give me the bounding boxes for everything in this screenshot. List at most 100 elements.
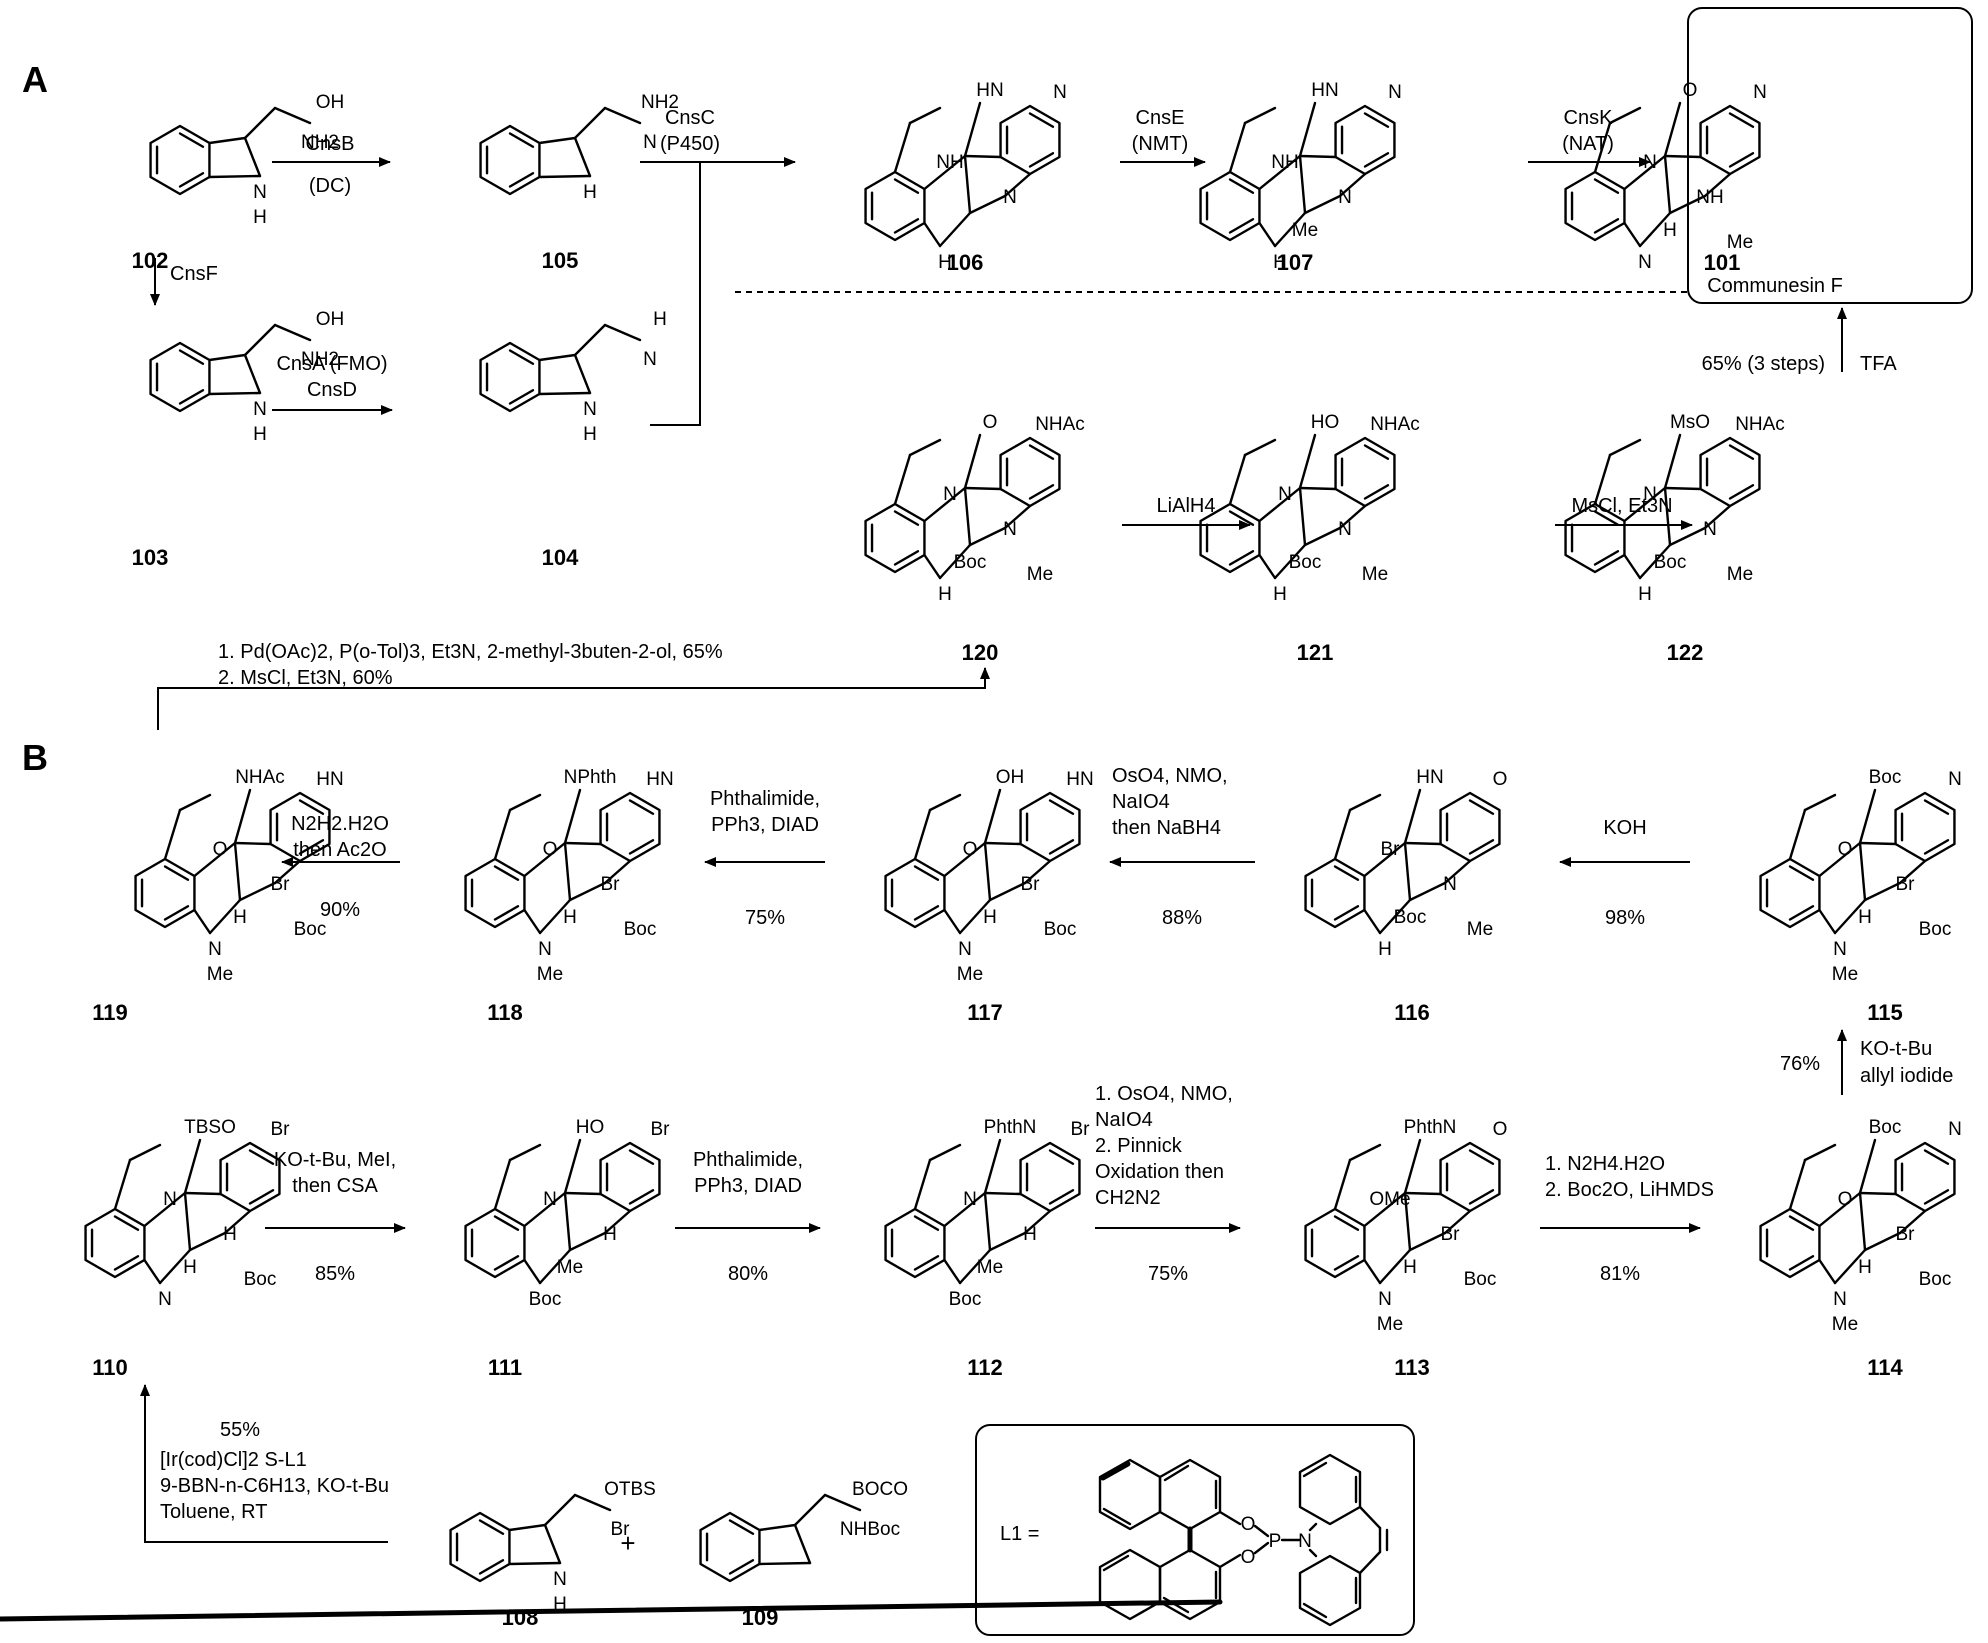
atom-label-113-2: OMe — [1369, 1189, 1410, 1210]
atom-label-119-3: Br — [271, 874, 291, 895]
atom-label-106-2: NH — [936, 152, 963, 173]
compound-number-122: 122 — [1667, 640, 1704, 665]
reagent-r15-2: KO-t-Bu — [1860, 1038, 1932, 1060]
atom-label-121-1: NHAc — [1370, 414, 1420, 435]
plus-sign: + — [620, 1528, 635, 1558]
reagent-r20-4: Toluene, RT — [160, 1501, 267, 1523]
atom-label-120-0: O — [983, 412, 998, 433]
reagent-r12-2: PPh3, DIAD — [711, 814, 819, 836]
atom-label-119-0: NHAc — [235, 767, 285, 788]
atom-label-118-4: N — [538, 939, 552, 960]
atom-label-103-3: H — [253, 424, 267, 445]
atom-label-118-1: HN — [646, 769, 673, 790]
reagent-r12-3: 75% — [745, 907, 785, 929]
reagent-r17-1: Phthalimide, — [693, 1149, 803, 1171]
atom-label-110-5: H — [183, 1257, 197, 1278]
atom-label-110-3: H — [223, 1224, 237, 1245]
communesin-f-caption: Communesin F — [1707, 275, 1843, 297]
reagent-r4-1: CnsC — [665, 107, 715, 129]
atom-label-122-4: H — [1638, 584, 1652, 605]
reagent-r7-1: 65% (3 steps) — [1702, 353, 1825, 375]
atom-label-102-3: H — [253, 207, 267, 228]
compound-number-118: 118 — [487, 1000, 523, 1025]
atom-label-110-6: Boc — [244, 1269, 277, 1290]
atom-label-104-0: H — [653, 309, 667, 330]
reagent-r13-4: 88% — [1162, 907, 1202, 929]
atom-label-112-4: Boc — [949, 1289, 982, 1310]
atom-label-122-2: N — [1643, 484, 1657, 505]
atom-label-121-0: HO — [1311, 412, 1340, 433]
reagent-r16-1: KO-t-Bu, MeI, — [274, 1149, 396, 1171]
arrow-r20 — [140, 1384, 388, 1543]
atom-label-117-7: Me — [957, 964, 983, 985]
communesin-f-box — [1687, 7, 1973, 304]
compound-number-119: 119 — [92, 1000, 128, 1025]
atom-label-103-2: N — [253, 399, 267, 420]
reagent-r2-1: CnsF — [170, 263, 218, 285]
reagent-r10-1: 1. Pd(OAc)2, P(o-Tol)3, Et3N, 2-methyl-3… — [218, 641, 723, 663]
atom-label-104-3: H — [583, 424, 597, 445]
atom-label-120-1: NHAc — [1035, 414, 1085, 435]
compound-number-112: 112 — [967, 1355, 1003, 1380]
atom-label-117-5: H — [983, 907, 997, 928]
compound-number-116: 116 — [1394, 1000, 1430, 1025]
atom-label-112-1: Br — [1071, 1119, 1091, 1140]
atom-label-113-0: PhthN — [1404, 1117, 1457, 1138]
atom-label-108-0: OTBS — [604, 1479, 656, 1500]
atom-label-117-0: OH — [996, 767, 1025, 788]
atom-label-113-4: N — [1378, 1289, 1392, 1310]
atom-label-110-1: Br — [271, 1119, 291, 1140]
compound-number-108: 108 — [502, 1605, 539, 1630]
atom-label-120-3: N — [1003, 519, 1017, 540]
atom-label-120-5: Boc — [954, 552, 987, 573]
compound-number-104: 104 — [542, 545, 579, 570]
reagent-r17-2: PPh3, DIAD — [694, 1175, 802, 1197]
compound-number-120: 120 — [962, 640, 999, 665]
atom-label-111-3: H — [603, 1224, 617, 1245]
ligand-atom-o-upper: O — [1241, 1514, 1256, 1535]
atom-label-110-2: N — [163, 1189, 177, 1210]
reagent-r11-2: then Ac2O — [293, 839, 386, 861]
atom-label-102-1: NH2 — [301, 132, 339, 153]
compound-number-117: 117 — [967, 1000, 1003, 1025]
reagent-r18-6: 75% — [1148, 1263, 1188, 1285]
reagent-r10-2: 2. MsCl, Et3N, 60% — [218, 667, 393, 689]
atom-label-116-0: HN — [1416, 767, 1443, 788]
arrow-r10 — [157, 667, 990, 730]
atom-label-115-0: Boc — [1869, 767, 1902, 788]
atom-label-122-5: Boc — [1654, 552, 1687, 573]
compound-number-105: 105 — [542, 248, 579, 273]
atom-label-110-4: N — [158, 1289, 172, 1310]
reagent-r11-1: N2H2.H2O — [291, 813, 389, 835]
atom-label-107-5: Me — [1292, 220, 1318, 241]
atom-label-120-2: N — [943, 484, 957, 505]
atom-label-118-0: NPhth — [564, 767, 617, 788]
atom-label-116-5: Boc — [1394, 907, 1427, 928]
atom-label-113-5: H — [1403, 1257, 1417, 1278]
atom-label-115-7: Me — [1832, 964, 1858, 985]
reagent-r19-1: 1. N2H4.H2O — [1545, 1153, 1665, 1175]
atom-label-122-3: N — [1703, 519, 1717, 540]
atom-label-117-3: Br — [1021, 874, 1041, 895]
compound-number-103: 103 — [132, 545, 169, 570]
atom-label-113-6: Boc — [1464, 1269, 1497, 1290]
atom-label-104-1: N — [643, 349, 657, 370]
atom-label-114-0: Boc — [1869, 1117, 1902, 1138]
atom-label-121-2: N — [1278, 484, 1292, 505]
atom-label-109-1: NHBoc — [840, 1519, 900, 1540]
ligand-label: L1 = — [1000, 1523, 1039, 1545]
atom-label-121-6: Me — [1362, 564, 1388, 585]
atom-label-111-4: Boc — [529, 1289, 562, 1310]
atom-label-118-5: H — [563, 907, 577, 928]
atom-label-106-0: HN — [976, 80, 1003, 101]
atom-label-116-1: O — [1493, 769, 1508, 790]
